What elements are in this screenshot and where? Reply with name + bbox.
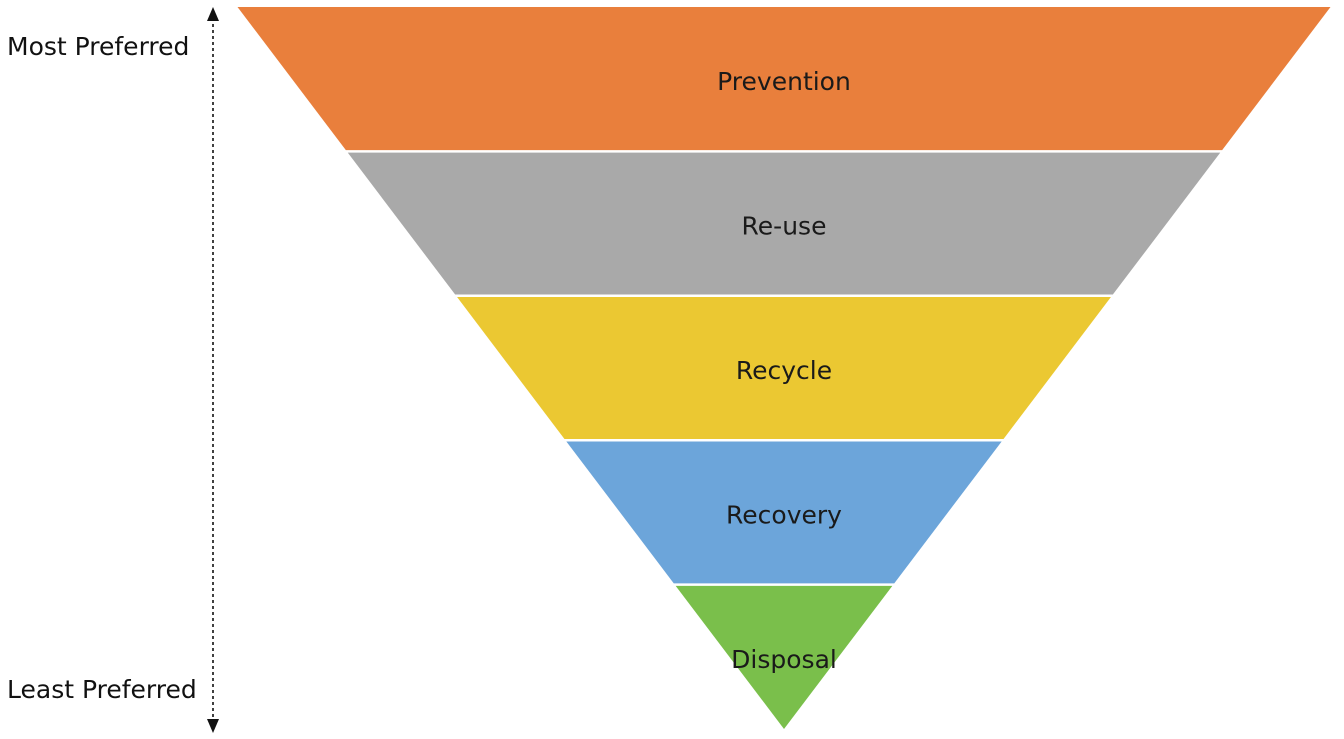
arrow-up-icon bbox=[207, 7, 219, 21]
tier-prevention bbox=[237, 7, 1331, 151]
tier-recovery bbox=[566, 441, 1002, 584]
tier-disposal bbox=[675, 585, 893, 729]
tier-label: Recovery bbox=[726, 500, 842, 529]
least-preferred-label: Least Preferred bbox=[7, 675, 197, 704]
tier-re-use bbox=[347, 152, 1221, 295]
tier-label: Re-use bbox=[742, 212, 827, 241]
tier-recycle bbox=[457, 297, 1111, 439]
tier-label: Disposal bbox=[731, 645, 837, 674]
tier-label: Prevention bbox=[717, 67, 851, 96]
most-preferred-label: Most Preferred bbox=[7, 32, 190, 61]
arrow-down-icon bbox=[207, 719, 219, 733]
tier-label: Recycle bbox=[736, 356, 832, 385]
